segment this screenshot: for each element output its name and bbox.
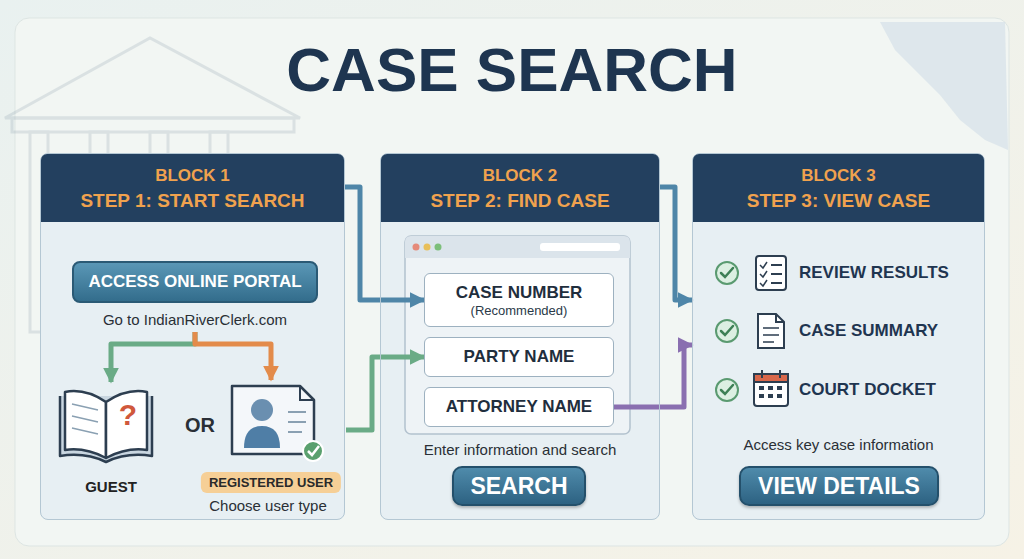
step-heading: STEP 1: START SEARCH [41,190,344,212]
choice-caption: Choose user type [209,497,327,514]
panel-header-band [693,154,984,222]
diagram-title: CASE SEARCH [0,34,1024,105]
search-field: ATTORNEY NAME [424,387,614,427]
registered-user-option: REGISTERED USER [196,380,346,498]
map-illustration [880,22,1008,150]
result-item: CASE SUMMARY [799,321,938,341]
field-hint: (Recommended) [471,303,568,318]
browser-window [405,236,630,434]
check-mark-icon [716,262,738,401]
court-docket-icon [754,370,788,406]
button-label: VIEW DETAILS [758,473,920,500]
result-item: COURT DOCKET [799,380,936,400]
choice-separator: OR [185,414,215,437]
question-mark: ? [119,398,137,432]
portal-button: ACCESS ONLINE PORTAL Go to IndianRiverCle… [72,261,317,332]
step-panel: BLOCK 1 STEP 1: START SEARCH ACCESS ONLINE… [40,153,345,520]
field-label: ATTORNEY NAME [446,397,592,417]
instruction-text: Enter information and search [381,441,659,458]
option-label: GUEST [56,478,166,495]
panel-ground [40,153,345,520]
search-button: SEARCH [452,466,585,506]
instruction-text: Access key case information [693,436,984,453]
button-label: ACCESS ONLINE PORTAL [72,261,317,303]
case-summary-icon [758,314,784,348]
flow-arrow [111,332,195,382]
flow-arrow [346,357,424,430]
view-details-button: VIEW DETAILS [739,466,939,506]
search-field: PARTY NAME [424,337,614,377]
panel-header-band [381,154,659,222]
field-label: PARTY NAME [464,347,575,367]
block-number: BLOCK 2 [381,166,659,186]
block-number: BLOCK 3 [693,166,984,186]
guest-book-icon [60,391,152,462]
portal-address: Go to IndianRiverClerk.com [72,311,317,328]
guest-option: GUEST [56,382,166,499]
result-item: REVIEW RESULTS [799,263,949,283]
results-list-icon [756,256,786,290]
flow-arrow [195,332,271,380]
registered-user-icon [232,386,323,461]
field-label: CASE NUMBER [456,283,583,303]
flow-arrow [660,187,692,300]
step-heading: STEP 2: FIND CASE [381,190,659,212]
panel-ground [692,153,985,520]
step-panel: BLOCK 2 STEP 2: FIND CASE Enter informatio… [380,153,660,520]
panel-ground [380,153,660,520]
flow-arrow [614,345,692,407]
search-field: CASE NUMBER(Recommended) [424,273,614,327]
option-badge: REGISTERED USER [201,472,341,493]
block-number: BLOCK 1 [41,166,344,186]
panel-header-band [41,154,344,222]
button-label: SEARCH [470,473,567,500]
step-panel: BLOCK 3 STEP 3: VIEW CASE REVIEW RESULTS CA… [692,153,985,520]
step-heading: STEP 3: VIEW CASE [693,190,984,212]
